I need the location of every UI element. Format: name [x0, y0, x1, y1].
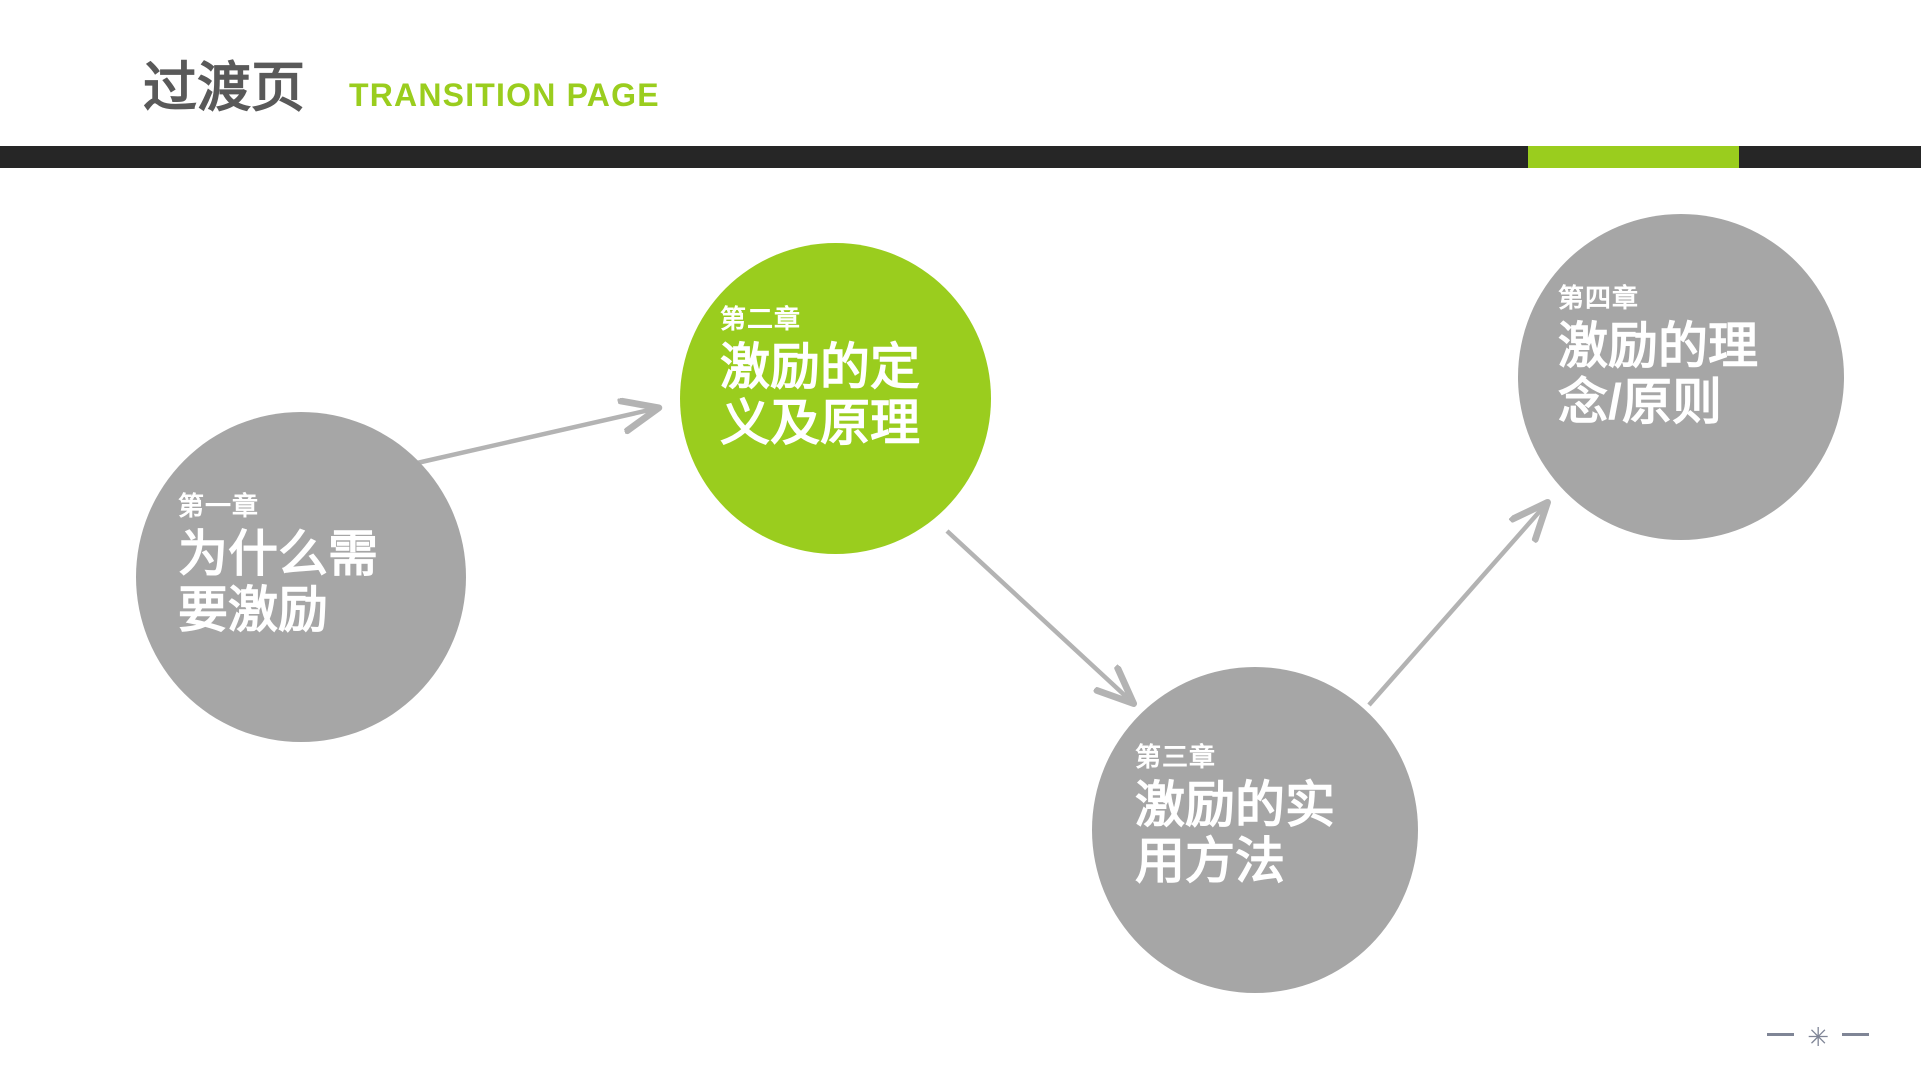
- chapter-node-2-content: 第二章 激励的定 义及原理: [720, 303, 920, 451]
- page-subtitle: TRANSITION PAGE: [349, 77, 660, 113]
- chapter-node-4-content: 第四章 激励的理 念/原则: [1558, 282, 1758, 430]
- chapter-node-4-label: 第四章: [1558, 283, 1640, 313]
- chapter-node-4-title: 激励的理 念/原则: [1558, 318, 1758, 430]
- arrow-node2-to-node3: [945, 529, 1133, 703]
- header-divider-bar: [0, 146, 1921, 168]
- chapter-node-3[interactable]: 第三章 激励的实 用方法: [1092, 667, 1418, 993]
- chapter-node-3-content: 第三章 激励的实 用方法: [1135, 741, 1335, 889]
- page-mark-dash-right: [1842, 1032, 1869, 1036]
- chapter-node-1[interactable]: 第一章 为什么需 要激励: [136, 412, 466, 742]
- chapter-node-1-content: 第一章 为什么需 要激励: [178, 490, 378, 638]
- arrow-node1-to-node2: [416, 408, 658, 466]
- chapter-node-2[interactable]: 第二章 激励的定 义及原理: [680, 243, 991, 554]
- chapter-node-3-title: 激励的实 用方法: [1135, 777, 1335, 889]
- chapter-node-2-label: 第二章: [720, 304, 802, 334]
- chapter-node-3-label: 第三章: [1135, 742, 1217, 772]
- page-title: 过渡页: [143, 58, 305, 118]
- page-mark-star: ✳: [1807, 1022, 1829, 1052]
- page-number-mark: ✳: [1767, 1022, 1869, 1052]
- chapter-node-4[interactable]: 第四章 激励的理 念/原则: [1518, 214, 1844, 540]
- arrow-node3-to-node4: [1367, 503, 1547, 707]
- chapter-node-2-title: 激励的定 义及原理: [720, 339, 920, 451]
- chapter-node-1-label: 第一章: [178, 491, 260, 521]
- page-mark-dash-left: [1767, 1032, 1795, 1036]
- slide-header: 过渡页 TRANSITION PAGE: [0, 0, 1921, 145]
- chapter-node-1-title: 为什么需 要激励: [178, 526, 378, 638]
- header-divider-accent: [1528, 146, 1739, 168]
